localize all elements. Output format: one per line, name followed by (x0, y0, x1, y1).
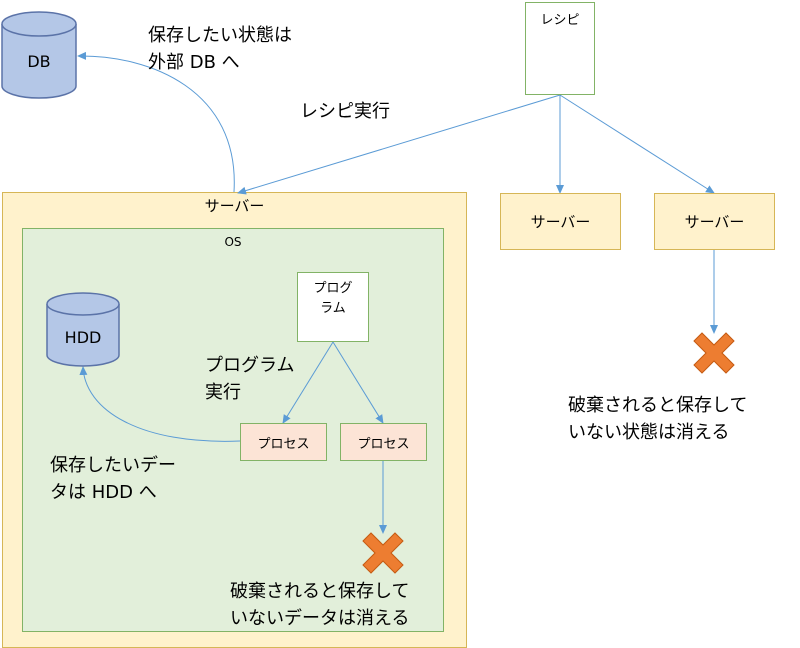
edge-process-to-hdd (79, 366, 241, 442)
recipe-box (525, 2, 595, 95)
process-right-label: プロセス (357, 436, 410, 452)
server-c-label: サーバー (684, 213, 745, 231)
process-left-box: プロセス (240, 423, 327, 461)
recipe-exec-text: レシピ実行 (300, 101, 390, 122)
hdd-label: HDD (65, 328, 102, 347)
process-right-box: プロセス (340, 423, 427, 461)
db-label: DB (27, 52, 50, 71)
discard-server-text: 破棄されると保存して いない状態は消える (568, 395, 748, 443)
server-main-label: サーバー (204, 197, 265, 215)
discard-cross-icon-server (693, 332, 735, 374)
server-b-box: サーバー (500, 193, 621, 250)
program-box: プログ ラム (297, 272, 369, 342)
save-to-hdd-text: 保存したいデー タは HDD へ (50, 455, 176, 503)
discard-os-text: 破棄されると保存して いないデータは消える (230, 581, 410, 629)
server-c-box: サーバー (654, 193, 775, 250)
process-left-label: プロセス (257, 436, 310, 452)
edge-recipe-server-c (559, 94, 715, 194)
program-exec-text: プログラム 実行 (205, 355, 295, 403)
recipe-label: レシピ (540, 13, 580, 28)
edge-recipe-server-main (237, 94, 561, 195)
edge-program-process-right (332, 341, 384, 424)
save-to-db-text: 保存したい状態は 外部 DB へ (148, 25, 292, 73)
edge-server-to-db (77, 51, 235, 193)
program-label: プログ ラム (313, 281, 353, 316)
discard-cross-icon-os (362, 532, 404, 574)
db-cylinder-icon: DB (1, 11, 77, 99)
edge-program-process-left (282, 341, 334, 424)
server-b-label: サーバー (530, 213, 591, 231)
os-label: OS (224, 235, 242, 249)
hdd-cylinder-icon: HDD (46, 292, 120, 367)
